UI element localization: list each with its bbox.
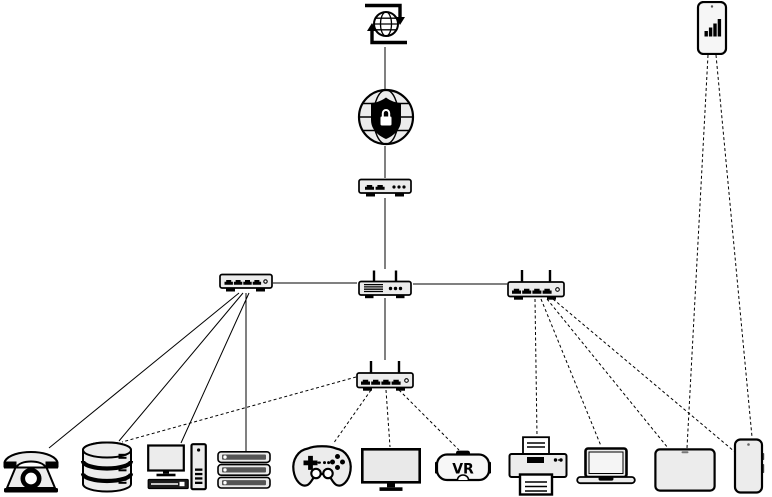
node-printer	[508, 436, 568, 496]
node-laptop	[576, 447, 636, 487]
edge-wireless-router-right-smartphone	[552, 298, 736, 453]
edge-access-point-database	[121, 376, 357, 443]
node-tablet	[654, 448, 716, 492]
edge-access-point-vr-headset	[398, 389, 460, 451]
laptop-icon	[576, 447, 636, 485]
desktop-computer-icon	[147, 443, 207, 491]
node-vr-headset: VR	[435, 450, 491, 484]
node-secure-internet	[357, 88, 415, 146]
node-internet	[355, 1, 417, 47]
node-telephone	[0, 446, 62, 494]
node-router	[357, 269, 413, 299]
node-server-rack	[217, 451, 271, 489]
edge-wireless-router-right-tablet	[546, 298, 669, 449]
node-cell-phone	[696, 1, 728, 55]
edge-cell-phone-tablet	[686, 54, 709, 449]
modem-icon	[358, 178, 412, 197]
rack-server-icon	[217, 451, 271, 489]
node-access-point	[356, 360, 414, 391]
database-icon	[80, 441, 134, 493]
node-monitor	[361, 448, 421, 492]
edge-switch-workstation	[180, 292, 250, 444]
node-game-controller	[291, 443, 353, 489]
node-database	[77, 441, 137, 493]
node-wireless-router-right	[507, 269, 565, 300]
printer-icon	[508, 436, 568, 496]
tablet-icon	[654, 448, 716, 492]
edge-access-point-monitor	[385, 389, 391, 448]
telephone-icon	[3, 451, 59, 493]
edge-wireless-router-right-laptop	[540, 298, 602, 447]
node-workstation	[147, 443, 207, 493]
smartphone-icon	[733, 438, 765, 494]
vr-headset-icon: VR	[435, 450, 491, 482]
globe-sync-icon	[365, 3, 407, 45]
smartphone-signal-icon	[696, 1, 728, 55]
globe-lock-icon	[357, 88, 415, 146]
wireless-ap-icon	[507, 269, 565, 300]
edge-switch-database	[118, 292, 244, 442]
edge-wireless-router-right-printer	[534, 298, 538, 437]
edge-access-point-game-controller	[332, 389, 372, 445]
edge-cell-phone-smartphone	[715, 54, 753, 438]
switch-icon	[219, 273, 273, 292]
node-smartphone	[733, 438, 765, 494]
node-modem	[358, 178, 412, 198]
monitor-icon	[361, 448, 421, 491]
edge-switch-telephone	[48, 292, 240, 449]
gamepad-icon	[292, 445, 352, 487]
node-switch	[219, 273, 273, 293]
wireless-router-icon	[358, 270, 412, 299]
vr-label: VR	[452, 462, 474, 478]
wireless-ap-icon	[356, 360, 414, 391]
